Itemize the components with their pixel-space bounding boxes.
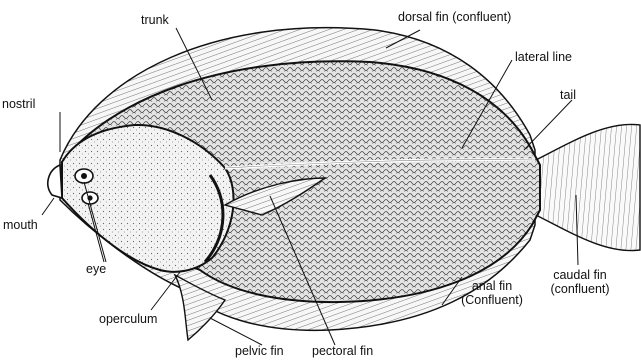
label-anal-fin-line1: anal fin bbox=[456, 279, 528, 293]
label-anal-fin: anal fin (Confluent) bbox=[456, 279, 528, 307]
label-caudal-fin-line1: caudal fin bbox=[535, 268, 625, 282]
label-pectoral-fin: pectoral fin bbox=[312, 344, 373, 358]
label-eye: eye bbox=[86, 262, 106, 276]
label-nostril: nostril bbox=[2, 97, 35, 111]
label-caudal-fin-line2: (confluent) bbox=[535, 282, 625, 296]
label-trunk: trunk bbox=[141, 13, 169, 27]
label-operculum: operculum bbox=[99, 312, 157, 326]
label-tail: tail bbox=[560, 88, 576, 102]
label-lateral-line: lateral line bbox=[515, 50, 572, 64]
label-pelvic-fin: pelvic fin bbox=[235, 344, 284, 358]
label-mouth: mouth bbox=[3, 218, 38, 232]
label-caudal-fin: caudal fin (confluent) bbox=[535, 268, 625, 296]
label-dorsal-fin: dorsal fin (confluent) bbox=[398, 10, 511, 24]
label-anal-fin-line2: (Confluent) bbox=[456, 293, 528, 307]
mouth-shape bbox=[48, 165, 62, 198]
